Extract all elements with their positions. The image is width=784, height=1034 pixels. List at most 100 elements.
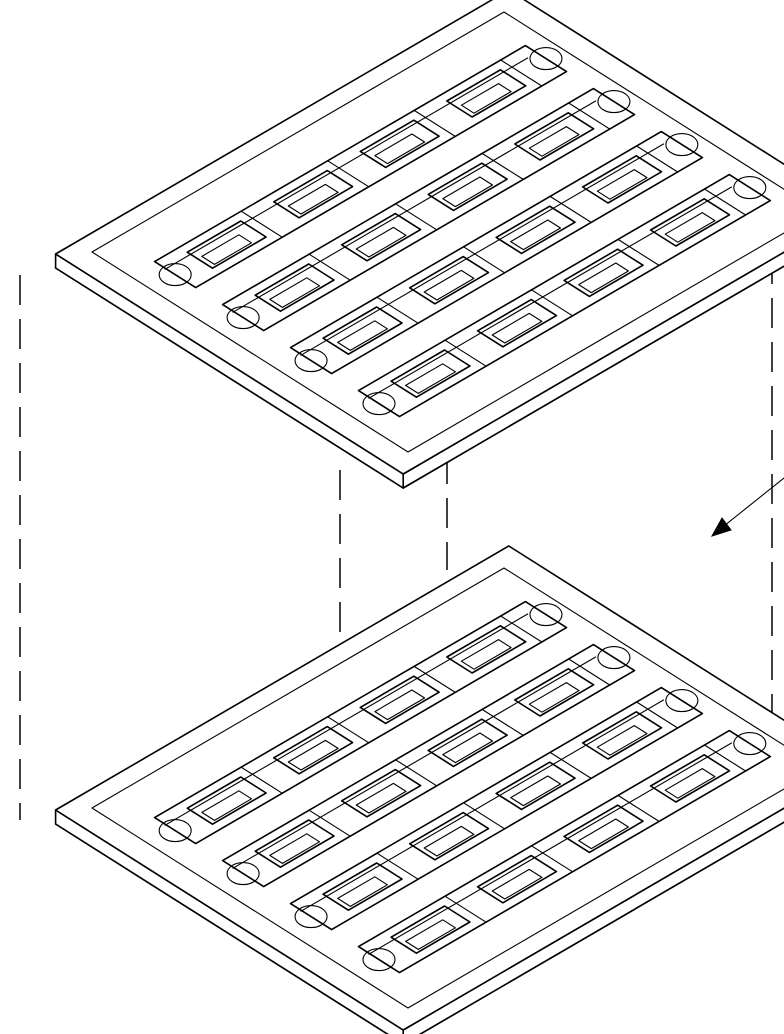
component-pocket — [495, 761, 576, 811]
cavity-depth-line — [232, 100, 597, 313]
component-pocket — [272, 169, 354, 219]
cavity-end-cap — [529, 47, 563, 71]
pocket-floor — [423, 269, 475, 301]
pocket-divider-rib — [568, 102, 611, 130]
cavity-end-cap — [362, 392, 396, 416]
cavity-end-cap — [226, 862, 260, 886]
cavity-end-cap — [158, 263, 192, 287]
cavity-channel — [153, 44, 568, 289]
pocket-divider-rib — [376, 852, 419, 880]
cavity-depth-line — [368, 742, 733, 955]
component-pocket — [390, 905, 471, 955]
lower-tray — [54, 545, 784, 1034]
pocket-divider-rib — [530, 845, 574, 873]
pocket-floor — [664, 212, 716, 243]
pocket-floor — [355, 226, 407, 258]
pocket-divider-rib — [549, 195, 592, 223]
pocket-floor — [578, 262, 629, 294]
cavity-end-cap — [158, 819, 192, 843]
cavity-row — [221, 87, 636, 332]
cavity-channel — [289, 130, 704, 375]
pocket-divider-rib — [463, 246, 506, 274]
pocket-floor — [442, 732, 494, 764]
pocket-floor — [578, 818, 629, 850]
component-pocket — [649, 198, 731, 247]
cavity-depth-line — [164, 613, 529, 826]
component-pocket — [476, 854, 558, 904]
pocket-floor — [374, 133, 426, 165]
pocket-divider-rib — [395, 759, 438, 787]
cavity-end-cap — [733, 732, 767, 756]
component-pocket — [340, 768, 422, 818]
component-pocket — [445, 69, 527, 118]
cavity-channel — [357, 173, 772, 418]
component-pocket — [445, 624, 527, 674]
component-pocket — [513, 667, 595, 717]
cavity-depth-line — [300, 699, 665, 912]
pocket-divider-rib — [500, 615, 543, 643]
pocket-floor — [442, 176, 494, 208]
cavity-end-cap — [733, 176, 767, 200]
pocket-floor — [355, 782, 407, 814]
cavity-row — [221, 643, 636, 888]
pocket-divider-rib — [308, 253, 351, 281]
pocket-floor — [510, 219, 562, 251]
pocket-floor — [201, 790, 253, 821]
cavity-row — [289, 130, 704, 375]
cavity-end-cap — [665, 133, 699, 157]
cavity-row — [357, 729, 772, 974]
pocket-floor — [405, 363, 456, 394]
cavity-end-cap — [362, 948, 396, 972]
component-pocket — [322, 306, 403, 356]
tray-top-flange — [54, 0, 784, 475]
cavity-channel — [289, 686, 704, 931]
pocket-divider-rib — [240, 766, 283, 794]
pocket-floor — [460, 83, 512, 114]
cavity-end-cap — [665, 689, 699, 713]
cavity-row — [153, 44, 568, 289]
cavity-end-cap — [597, 646, 631, 670]
component-pocket — [513, 112, 595, 161]
component-pocket — [427, 162, 508, 212]
cavity-end-cap — [597, 90, 631, 114]
component-pocket — [427, 718, 508, 768]
pocket-divider-rib — [444, 339, 487, 367]
pocket-floor — [491, 312, 543, 344]
pocket-floor — [528, 682, 580, 713]
component-pocket — [563, 804, 644, 854]
tray-top-flange — [54, 545, 784, 1031]
component-pocket — [254, 819, 335, 869]
cavity-row — [289, 686, 704, 931]
pocket-floor — [664, 768, 716, 799]
component-pocket — [390, 349, 471, 399]
pocket-divider-rib — [636, 145, 679, 173]
pocket-divider-rib — [500, 59, 543, 87]
cavity-end-cap — [294, 905, 328, 929]
component-pocket — [254, 263, 335, 313]
pocket-divider-rib — [413, 665, 456, 693]
cavity-channel — [221, 87, 636, 332]
component-pocket — [581, 710, 663, 760]
pocket-floor — [269, 833, 321, 864]
tray-deck-outline — [91, 567, 784, 1009]
pocket-floor — [337, 320, 388, 351]
cavity-depth-line — [232, 656, 597, 869]
pocket-divider-rib — [444, 895, 487, 923]
pocket-floor — [201, 234, 253, 265]
pocket-divider-rib — [530, 289, 574, 317]
pocket-floor — [287, 183, 339, 215]
pocket-divider-rib — [413, 109, 456, 137]
pocket-floor — [374, 689, 426, 721]
pocket-divider-rib — [568, 658, 611, 686]
pocket-divider-rib — [395, 203, 438, 231]
pocket-divider-rib — [636, 701, 679, 729]
pocket-floor — [510, 775, 562, 807]
leader-arrow — [710, 477, 784, 537]
component-pocket — [408, 811, 490, 861]
component-pocket — [322, 862, 403, 912]
pocket-floor — [460, 639, 512, 670]
component-pocket — [408, 255, 490, 305]
tray-deck-outline — [91, 11, 784, 453]
pocket-floor — [337, 876, 388, 907]
pocket-divider-rib — [308, 809, 351, 837]
